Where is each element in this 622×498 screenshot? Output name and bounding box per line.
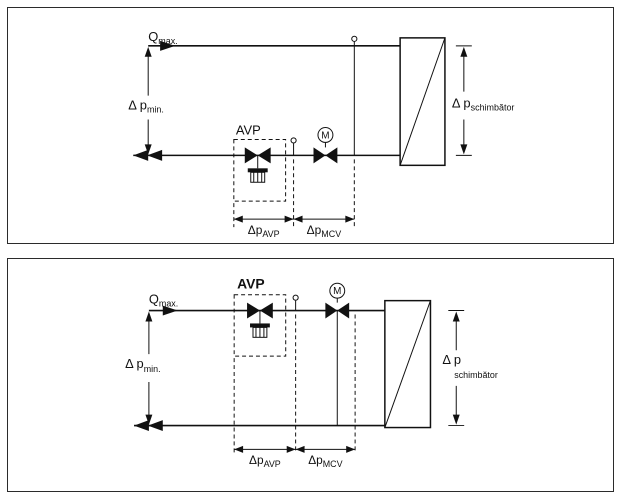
heat-exchanger [399,37,446,167]
motor-icon: M [317,126,334,143]
dp-min-dimension [145,311,153,425]
avp-actuator-icon [250,310,270,338]
qmax-label: Qmax. [149,292,178,309]
dp-exchanger-sub-label: schimbător [454,370,498,380]
heat-exchanger [384,299,432,429]
qmax-label: Qmax. [148,29,177,46]
motor-label: M [321,130,329,141]
dp-exchanger-dimension [448,310,465,427]
dp-avp-dimension [233,215,294,223]
pressure-tap-line [351,35,358,156]
diagram-panel-top: Qmax. Δ pmin. Δ pschimbător [7,7,614,244]
avp-actuator-icon [247,155,268,183]
diagram-bottom-svg: Qmax. Δ pmin. AVP [125,276,498,469]
return-flow-arrows-icon [134,420,163,432]
mcv-valve-icon [325,298,350,319]
dp-mcv-dimension [295,445,356,453]
diagram-panel-bottom: Qmax. Δ pmin. AVP [7,258,614,492]
avp-valve-icon [247,302,273,319]
impulse-tap-icon [292,294,299,311]
dp-min-label: Δ pmin. [128,98,164,115]
dp-mcv-label: ΔpMCV [307,223,342,239]
dp-exchanger-label: Δ pschimbător [452,96,515,113]
dp-avp-label: ΔpAVP [248,223,280,239]
avp-label: AVP [237,276,265,292]
dp-min-dimension [144,46,152,155]
mcv-valve-icon [313,142,338,164]
impulse-tap-icon [290,137,297,156]
return-flow-arrows-icon [133,149,163,161]
dp-mcv-label: ΔpMCV [308,453,342,469]
dp-exchanger-dimension [455,45,472,156]
dp-exchanger-label: Δ p [442,352,461,367]
dp-min-label: Δ pmin. [125,356,160,374]
dp-mcv-dimension [293,215,355,223]
dp-avp-dimension [234,445,296,453]
avp-boundary-box [233,138,287,202]
avp-valve-icon [244,147,271,164]
avp-boundary-box [233,294,287,357]
motor-icon: M [329,282,346,299]
motor-label: M [333,286,341,297]
diagram-top-svg: Qmax. Δ pmin. Δ pschimbător [128,29,515,239]
dp-avp-label: ΔpAVP [249,453,281,469]
avp-label: AVP [236,122,261,137]
dim-extension-lines [233,159,355,228]
